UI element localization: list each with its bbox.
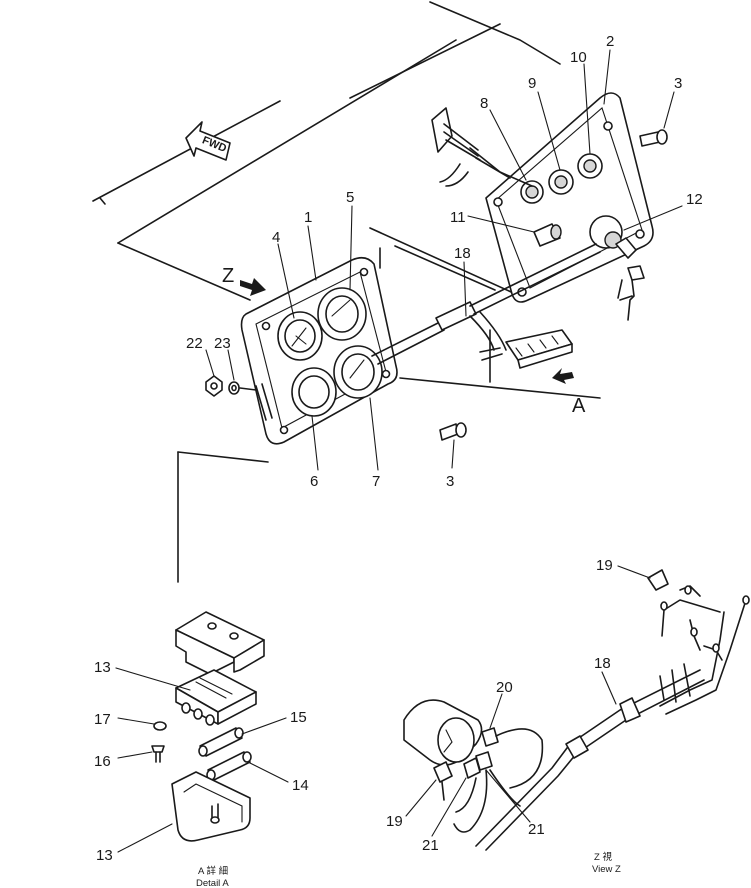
view-a-letter: A — [572, 395, 586, 417]
callouts: 1 2 3 3 4 5 6 7 8 9 10 11 12 13 13 14 15… — [94, 33, 703, 864]
switch-harness — [431, 107, 533, 187]
callout-18-top: 18 — [454, 245, 471, 262]
callout-7: 7 — [372, 473, 380, 490]
callout-22: 22 — [186, 335, 203, 352]
callout-21-left: 21 — [422, 837, 439, 854]
gauge-panel — [240, 256, 398, 445]
callout-16: 16 — [94, 753, 111, 770]
detail-a-caption-en: Detail A — [196, 878, 229, 888]
callout-4: 4 — [272, 229, 280, 246]
callout-13-bottom: 13 — [96, 847, 113, 864]
callout-10: 10 — [570, 49, 587, 66]
callout-2: 2 — [606, 33, 614, 50]
view-z-caption-jp: Z 視 — [594, 851, 612, 863]
callout-9: 9 — [528, 75, 536, 92]
view-z — [403, 565, 750, 851]
callout-19-top: 19 — [596, 557, 613, 574]
view-z-letter: Z — [222, 265, 234, 287]
callout-3-top: 3 — [674, 75, 682, 92]
floor-outline — [92, 1, 601, 583]
callout-20: 20 — [496, 679, 513, 696]
callout-1: 1 — [304, 209, 312, 226]
screws — [439, 129, 668, 441]
callout-19-bottom: 19 — [386, 813, 403, 830]
callout-8: 8 — [480, 95, 488, 112]
view-z-caption-en: View Z — [592, 864, 621, 875]
view-arrows — [240, 278, 574, 384]
callout-12: 12 — [686, 191, 703, 208]
detail-a-caption-jp: A 詳 細 — [198, 865, 228, 877]
callout-6: 6 — [310, 473, 318, 490]
callout-11: 11 — [450, 209, 466, 226]
detail-a — [115, 611, 289, 853]
callout-15: 15 — [290, 709, 307, 726]
switch-panel — [485, 92, 654, 321]
callout-5: 5 — [346, 189, 354, 206]
callout-3-bottom: 3 — [446, 473, 454, 490]
callout-17: 17 — [94, 711, 111, 728]
callout-14: 14 — [292, 777, 309, 794]
callout-18-bottom: 18 — [594, 655, 611, 672]
callout-23: 23 — [214, 335, 231, 352]
fwd-arrow-icon: FWD — [185, 121, 231, 161]
callout-13-top: 13 — [94, 659, 111, 676]
leader-lines-upper — [205, 49, 683, 471]
callout-21-right: 21 — [528, 821, 545, 838]
